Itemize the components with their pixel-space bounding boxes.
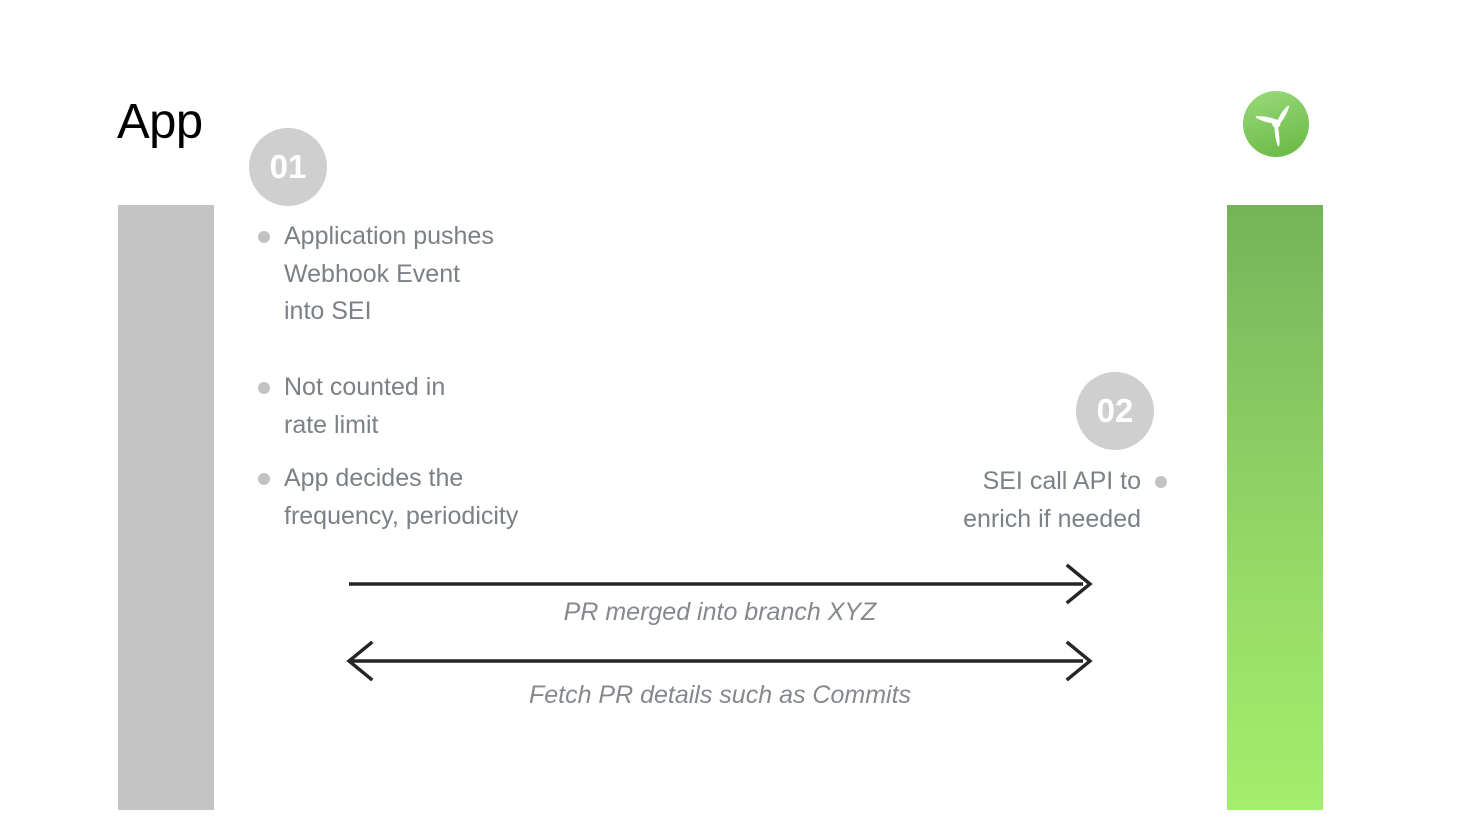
list-item: Not counted in rate limit	[258, 369, 445, 444]
bullet-dot-icon	[258, 382, 270, 394]
fetch-pr-details-arrow	[346, 640, 1093, 682]
propeller-icon	[1242, 90, 1310, 158]
bullet-text: App decides the frequency, periodicity	[284, 464, 519, 530]
bullet-group-app-1: Application pushes Webhook Event into SE…	[258, 218, 494, 331]
arrow-label-pr-merged: PR merged into branch XYZ	[563, 598, 877, 626]
arrow-label-fetch-pr-details: Fetch PR details such as Commits	[528, 681, 912, 709]
pr-merged-arrow	[349, 563, 1093, 605]
bullet-dot-icon	[258, 473, 270, 485]
bullet-text: Application pushes Webhook Event into SE…	[284, 222, 494, 325]
bullet-dot-icon	[1155, 476, 1167, 488]
app-lane-bar	[118, 205, 214, 810]
bullet-group-app-3: App decides the frequency, periodicity	[258, 460, 518, 535]
step-badge-01: 01	[249, 128, 327, 206]
sei-lane-bar	[1227, 205, 1323, 810]
list-item: SEI call API to enrich if needed	[963, 463, 1167, 538]
bullet-text: SEI call API to enrich if needed	[963, 467, 1141, 533]
bullet-group-sei-1: SEI call API to enrich if needed	[963, 463, 1167, 538]
step-badge-02: 02	[1076, 372, 1154, 450]
list-item: Application pushes Webhook Event into SE…	[258, 218, 494, 331]
bullet-dot-icon	[258, 231, 270, 243]
list-item: App decides the frequency, periodicity	[258, 460, 518, 535]
bullet-text: Not counted in rate limit	[284, 373, 446, 439]
bullet-group-app-2: Not counted in rate limit	[258, 369, 445, 444]
page-title: App	[117, 95, 203, 149]
